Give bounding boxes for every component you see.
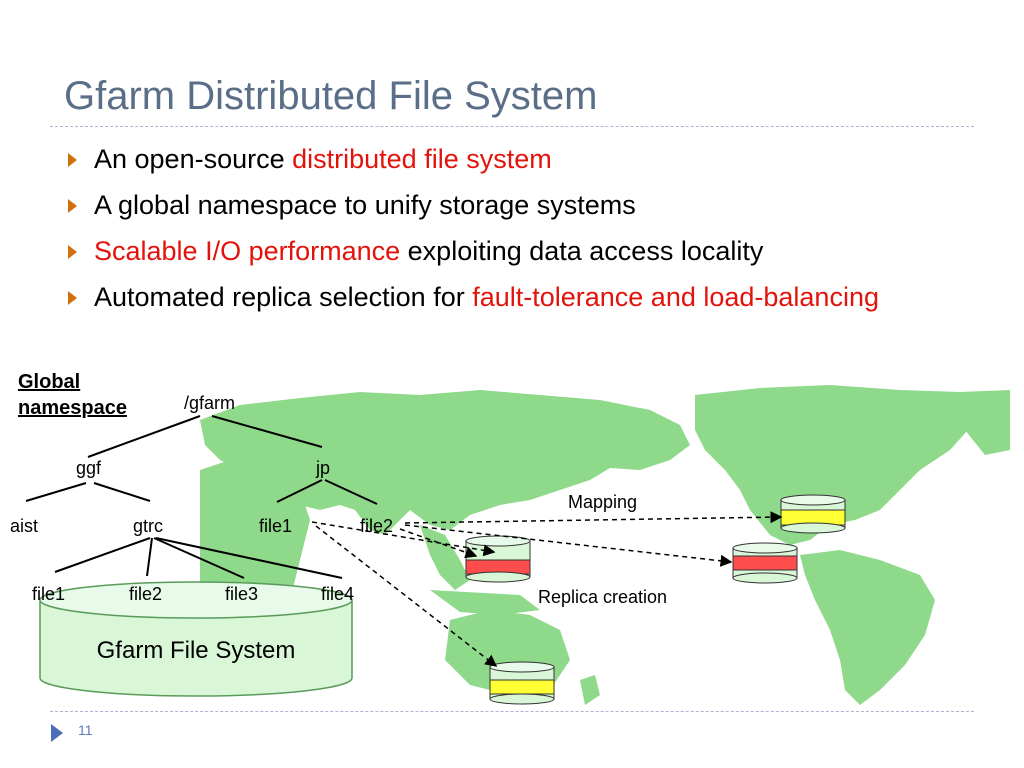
map-south-america — [800, 550, 935, 705]
bullet-arrow-icon — [68, 153, 77, 167]
tree-node-gtrc-file4: file4 — [321, 584, 355, 604]
tree-node-jp-file2: file2 — [360, 516, 394, 536]
mapping-label: Mapping — [568, 492, 638, 512]
bullet-highlight: Scalable I/O performance — [94, 236, 401, 266]
global-namespace-line2: namespace — [18, 397, 127, 419]
map-southeast-asia — [420, 525, 470, 590]
bullet-highlight: distributed file system — [292, 144, 552, 174]
page-number: 11 — [78, 722, 93, 738]
map-japan — [495, 465, 520, 500]
file-system-cylinder — [39, 581, 353, 697]
tree-node-aist: aist — [10, 516, 39, 536]
tree-node-ggf: ggf — [76, 458, 102, 478]
footer-arrow-icon — [51, 724, 63, 742]
bullet-text: An open-source — [94, 144, 293, 174]
mapping-arrows — [311, 511, 783, 667]
edge-root-jp — [211, 415, 323, 448]
map-indonesia — [430, 590, 540, 615]
slide-title: Gfarm Distributed File System — [64, 74, 598, 118]
bullet-item: A global namespace to unify storage syst… — [64, 189, 964, 221]
edge-gtrc-file1 — [54, 537, 151, 573]
edge-ggf-aist — [25, 482, 87, 502]
world-map — [200, 385, 1010, 705]
bullet-text: A global namespace to unify storage syst… — [94, 190, 636, 220]
tree-node-gtrc: gtrc — [133, 516, 164, 536]
global-namespace-line1: Global — [18, 371, 81, 393]
bullet-arrow-icon — [68, 245, 77, 259]
arrow-file2-central-america — [404, 524, 733, 567]
tree-node-root: /gfarm — [184, 393, 236, 413]
bullet-arrow-icon — [68, 291, 77, 305]
edge-jp-file2 — [324, 479, 378, 505]
footer-divider — [50, 711, 974, 712]
tree-node-gtrc-file2: file2 — [129, 584, 163, 604]
namespace-tree-lines — [25, 415, 378, 579]
storage-disk-australia — [489, 661, 555, 705]
replica-creation-label: Replica creation — [538, 587, 668, 607]
bullet-arrow-icon — [68, 199, 77, 213]
file-system-label: Gfarm File System — [96, 637, 296, 664]
edge-gtrc-file3 — [153, 537, 245, 579]
bullet-list: An open-source distributed file system A… — [64, 143, 964, 313]
title-divider — [50, 126, 974, 127]
edge-gtrc-file4 — [155, 537, 343, 579]
tree-node-gtrc-file1: file1 — [32, 584, 66, 604]
storage-disk-asia — [465, 535, 531, 583]
edge-jp-file1 — [276, 479, 323, 503]
arrow-file1-asia — [311, 521, 496, 557]
tree-node-gtrc-file3: file3 — [225, 584, 259, 604]
map-greenland — [960, 390, 1010, 455]
map-europe-asia — [200, 390, 690, 535]
map-north-america — [695, 385, 975, 545]
global-namespace-label: Global namespace — [18, 369, 127, 421]
bullet-item: An open-source distributed file system — [64, 143, 964, 175]
tree-node-jp-file1: file1 — [259, 516, 293, 536]
bullet-highlight: fault-tolerance and load-balancing — [472, 282, 879, 312]
arrow-file1-australia — [315, 525, 498, 667]
edge-root-ggf — [87, 415, 201, 458]
edge-gtrc-file2 — [146, 537, 153, 577]
bullet-item: Scalable I/O performance exploiting data… — [64, 235, 964, 267]
bullet-item: Automated replica selection for fault-to… — [64, 281, 964, 313]
storage-disk-north-america — [780, 494, 846, 534]
bullet-text: exploiting data access locality — [400, 236, 764, 266]
arrow-file2-asia — [399, 528, 478, 559]
bullet-text: Automated replica selection for — [94, 282, 473, 312]
storage-disk-central-america — [732, 542, 798, 584]
edge-ggf-gtrc — [93, 482, 151, 502]
tree-node-jp: jp — [316, 458, 331, 478]
map-new-zealand — [580, 675, 600, 705]
